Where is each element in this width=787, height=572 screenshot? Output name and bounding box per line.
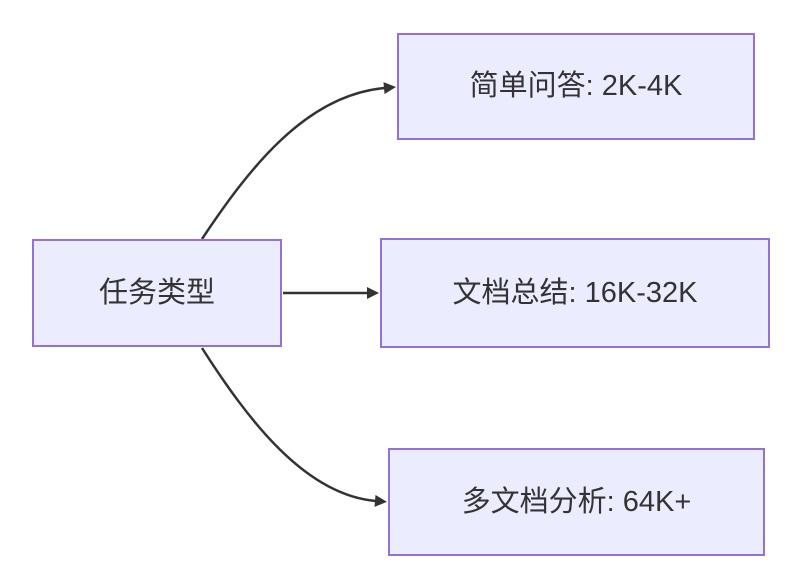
edge-root-to-multi-doc	[200, 347, 387, 507]
node-simple-qa: 简单问答: 2K-4K	[397, 33, 755, 140]
node-task-type-label: 任务类型	[98, 276, 215, 309]
node-doc-summary-label: 文档总结: 16K-32K	[452, 276, 698, 309]
node-doc-summary: 文档总结: 16K-32K	[380, 238, 770, 348]
edge-root-to-simple-qa	[200, 82, 396, 240]
node-simple-qa-label: 简单问答: 2K-4K	[469, 70, 683, 103]
node-multi-doc-label: 多文档分析: 64K+	[461, 485, 692, 518]
node-multi-doc: 多文档分析: 64K+	[388, 448, 765, 556]
node-task-type: 任务类型	[32, 239, 282, 347]
